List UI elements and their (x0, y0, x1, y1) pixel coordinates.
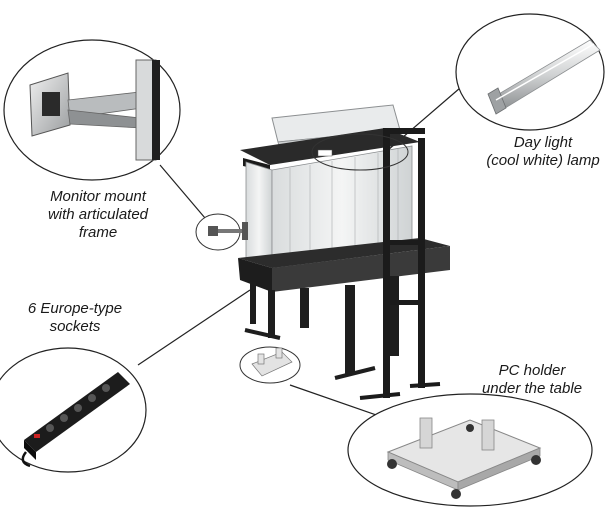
pc-holder-label-line2: under the table (481, 380, 583, 397)
sockets-connector (137, 289, 251, 366)
lamp-label-line2: (cool white) lamp (486, 152, 600, 169)
monitor-label-line2: with articulated (47, 206, 149, 223)
fluorescent-lamp-image (487, 39, 601, 115)
monitor-mount-image (29, 59, 160, 161)
monitor-connector (159, 164, 206, 219)
clean-bench-cabinet (238, 104, 450, 400)
sockets-callout (0, 347, 147, 473)
power-strip-image (21, 372, 130, 468)
monitor-label: Monitor mount with articulated frame (28, 188, 168, 242)
sockets-label-line1: 6 Europe-type (27, 300, 123, 317)
monitor-label-line1: Monitor mount (50, 188, 146, 205)
pc-holder-label-line1: PC holder (498, 362, 566, 379)
lamp-highlight-ellipse (311, 133, 409, 171)
pc-holder-callout (347, 393, 593, 507)
lamp-callout (455, 13, 605, 131)
sockets-label: 6 Europe-type sockets (10, 300, 140, 336)
monitor-callout (3, 39, 181, 181)
pc-holder-label: PC holder under the table (462, 362, 602, 398)
monitor-mount-small (208, 222, 248, 240)
sockets-label-line2: sockets (49, 318, 101, 335)
pc-holder-image (386, 417, 542, 499)
lamp-label-line1: Day light (513, 134, 573, 151)
lamp-label: Day light (cool white) lamp (478, 134, 608, 170)
pc-holder-small (251, 347, 293, 377)
monitor-label-line3: frame (78, 224, 118, 241)
